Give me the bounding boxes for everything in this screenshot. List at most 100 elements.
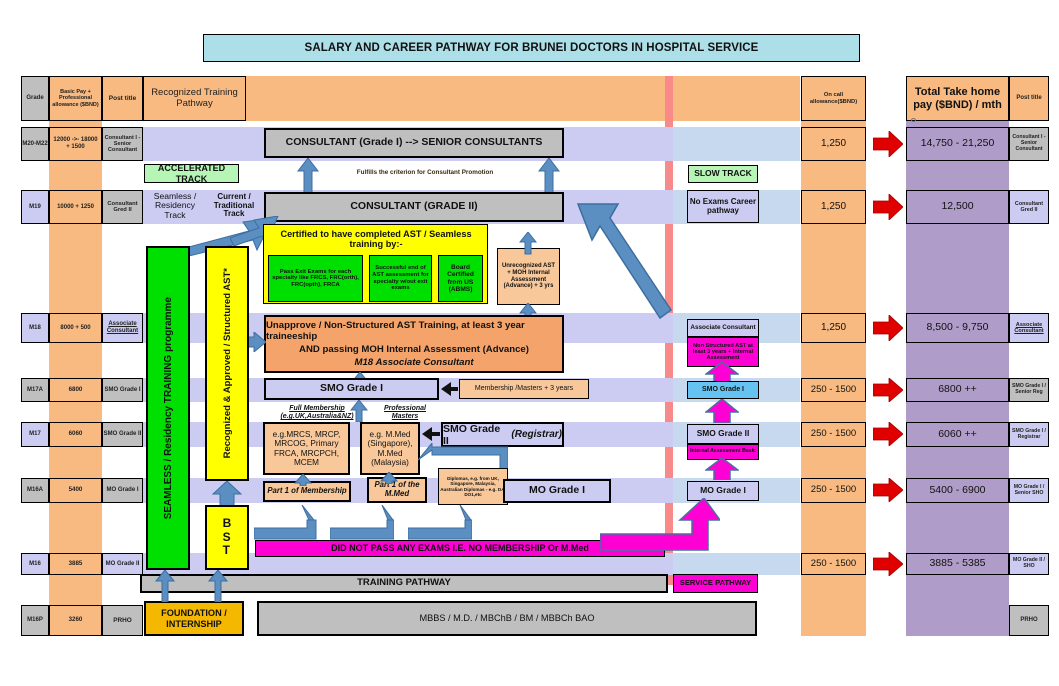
masters-list-box: e.g. M.Med (Singapore), M.Med (Malaysia) <box>360 422 420 475</box>
recognized-approved-ast-column: Recognized & Approved / Structured AST* <box>205 246 249 481</box>
row-grade-cell: M19 <box>21 190 49 224</box>
red-arrow-row-m18 <box>873 315 903 341</box>
service-smo-grade-2-box: SMO Grade II <box>687 424 759 444</box>
unapprove-line-3: M18 Associate Consultant <box>354 357 474 368</box>
row-total-cell: 5400 - 6900 <box>906 478 1009 503</box>
row-post-cell: Consultant I - Senior Consultant <box>102 127 143 161</box>
row-post-cell: PRHO <box>102 605 143 636</box>
no-exams-career-pathway-box: No Exams Career pathway <box>687 190 759 223</box>
row-pay-cell: 6060 <box>49 422 102 447</box>
header-grade: Grade <box>21 76 49 121</box>
row-post-cell: Associate Consultant <box>102 313 143 343</box>
arrow-up-bst-to-ast <box>212 481 242 507</box>
row-pay-cell: 8000 + 500 <box>49 313 102 343</box>
row-band-m16-right <box>673 553 800 575</box>
smo-grade-2-center-box: SMO Grade II (Registrar) <box>441 422 564 447</box>
row-post-cell: SMO Grade II <box>102 422 143 447</box>
arrow-diagonal-service-to-consultant2 <box>576 203 673 320</box>
row-post-right-cell: MO Grade II / SHO <box>1009 553 1049 575</box>
degrees-box: MBBS / M.D. / MBChB / BM / MBBCh BAO <box>257 601 757 636</box>
row-post-cell: Consultant Gred II <box>102 190 143 224</box>
smo-grade-2-label: SMO Grade II <box>443 422 501 447</box>
mo-grade-1-center-box: MO Grade I <box>503 479 611 503</box>
oncall-column-band <box>801 76 866 636</box>
page-title: SALARY AND CAREER PATHWAY FOR BRUNEI DOC… <box>203 34 860 62</box>
red-arrow-row-m19 <box>873 194 903 220</box>
row-post-cell: MO Grade I <box>102 478 143 503</box>
professional-masters-caption: Professional Masters <box>383 405 426 420</box>
row-total-cell: 14,750 - 21,250 <box>906 127 1009 161</box>
current-traditional-track-label: Current / Traditional Track <box>213 191 255 219</box>
header-orange-band <box>140 76 800 121</box>
row-oncall-cell: 250 - 1500 <box>801 422 866 447</box>
row-oncall-cell: 1,250 <box>801 190 866 224</box>
row-oncall-cell: 1,250 <box>801 127 866 161</box>
header-post-title-right: Post title <box>1009 76 1049 121</box>
membership-masters-3years-box: Membership /Masters + 3 years <box>459 379 589 399</box>
row-post-right-cell: SMO Grade I / Registrar <box>1009 422 1049 447</box>
consultant-grade-2-box: CONSULTANT (GRADE II) <box>264 192 564 222</box>
full-membership-caption: Full Membership (e.g.UK,Australia&NZ) <box>280 405 354 420</box>
pay-column-highlight <box>49 76 102 636</box>
smo-grade-2-registrar-label: (Registrar) <box>511 429 562 440</box>
service-mo-grade-1-box: MO Grade I <box>687 481 759 501</box>
row-post-right-cell: PRHO <box>1009 605 1049 636</box>
certified-board-us-box: Board Certified from US (ABMS) <box>438 255 483 302</box>
row-grade-cell: M17A <box>21 378 49 402</box>
arrow-magenta-service-pathway <box>600 498 720 551</box>
training-pathway-bar: TRAINING PATHWAY <box>140 574 668 593</box>
certified-exit-exams-box: Pass Exit Exams for each specialty like … <box>268 255 363 302</box>
arrow-left-membership-to-smo1 <box>441 382 458 396</box>
arrow-up-part1-to-memberships <box>294 474 312 486</box>
row-post-right-cell: SMO Grade I / Senior Reg <box>1009 378 1049 402</box>
slow-track-badge: SLOW TRACK <box>688 165 758 183</box>
row-post-cell: MO Grade II <box>102 553 143 575</box>
arrow-elbow-bst-to-part1-mmed <box>330 505 394 540</box>
row-grade-cell: M18 <box>21 313 49 343</box>
recognized-approved-ast-label: Recognized & Approved / Structured AST* <box>221 268 233 459</box>
row-grade-cell: M17 <box>21 422 49 447</box>
row-pay-cell: 3260 <box>49 605 102 636</box>
seamless-residency-track-label: Seamless / Residency Track <box>153 190 197 220</box>
memberships-list-box: e.g.MRCS, MRCP, MRCOG, Primary FRCA, MRC… <box>263 422 350 475</box>
row-total-cell: 12,500 <box>906 190 1009 224</box>
seamless-training-programme-label: SEAMLESS / Residency TRAINING programme <box>162 296 174 520</box>
row-grade-cell: M16P <box>21 605 49 636</box>
smo-grade-1-center-box: SMO Grade I <box>264 378 439 400</box>
foundation-internship-box: FOUNDATION / INTERNSHIP <box>144 601 244 636</box>
arrow-up-service-smo1-to-associate <box>705 362 739 382</box>
arrow-elbow-bst-to-part1-membership <box>254 505 317 540</box>
row-total-cell: 3885 - 5385 <box>906 553 1009 575</box>
header-total-take-home: Total Take home pay ($BND) / mth <box>906 76 1009 121</box>
row-band-m20-right <box>673 127 800 161</box>
row-oncall-cell: 1,250 <box>801 313 866 343</box>
row-band-m16 <box>140 553 800 575</box>
row-grade-cell: M16A <box>21 478 49 503</box>
diplomas-box: Diplomas, e.g. from UK, Singapore, Malay… <box>438 468 508 505</box>
row-post-cell: SMO Grade I <box>102 378 143 402</box>
arrow-up-foundation-to-seamless <box>155 570 175 602</box>
row-oncall-cell: 250 - 1500 <box>801 553 866 575</box>
arrow-left-smo2-to-masters <box>422 427 440 441</box>
arrow-up-part1mmed-to-masters <box>380 472 398 484</box>
arrow-up-service-mo1-to-smo2 <box>705 458 739 480</box>
row-grade-cell: M16 <box>21 553 49 575</box>
arrow-up-foundation-to-bst <box>208 570 228 602</box>
row-total-cell: 6800 ++ <box>906 378 1009 402</box>
accelerated-track-badge: ACCELERATED TRACK <box>144 163 239 184</box>
small-marker-dot <box>911 118 916 122</box>
arrow-up-to-unrecognized-ast <box>519 232 538 255</box>
row-oncall-cell: 250 - 1500 <box>801 378 866 402</box>
arrow-up-memberships-to-smo1 <box>350 400 368 422</box>
arrow-up-service-smo2-to-smo1 <box>705 399 739 423</box>
arrow-up-accelerated-to-consultant1 <box>297 158 319 194</box>
header-post-title: Post title <box>102 76 143 121</box>
red-arrow-row-m17a <box>873 378 903 402</box>
row-pay-cell: 5400 <box>49 478 102 503</box>
unapprove-line-1: Unapprove / Non-Structured AST Training,… <box>266 320 525 342</box>
unrecognized-ast-box: Unrecognized AST + MOH Internal Assessme… <box>497 248 560 305</box>
header-recognized-training-pathway: Recognized Training Pathway <box>143 76 246 121</box>
row-total-cell: 8,500 - 9,750 <box>906 313 1009 343</box>
